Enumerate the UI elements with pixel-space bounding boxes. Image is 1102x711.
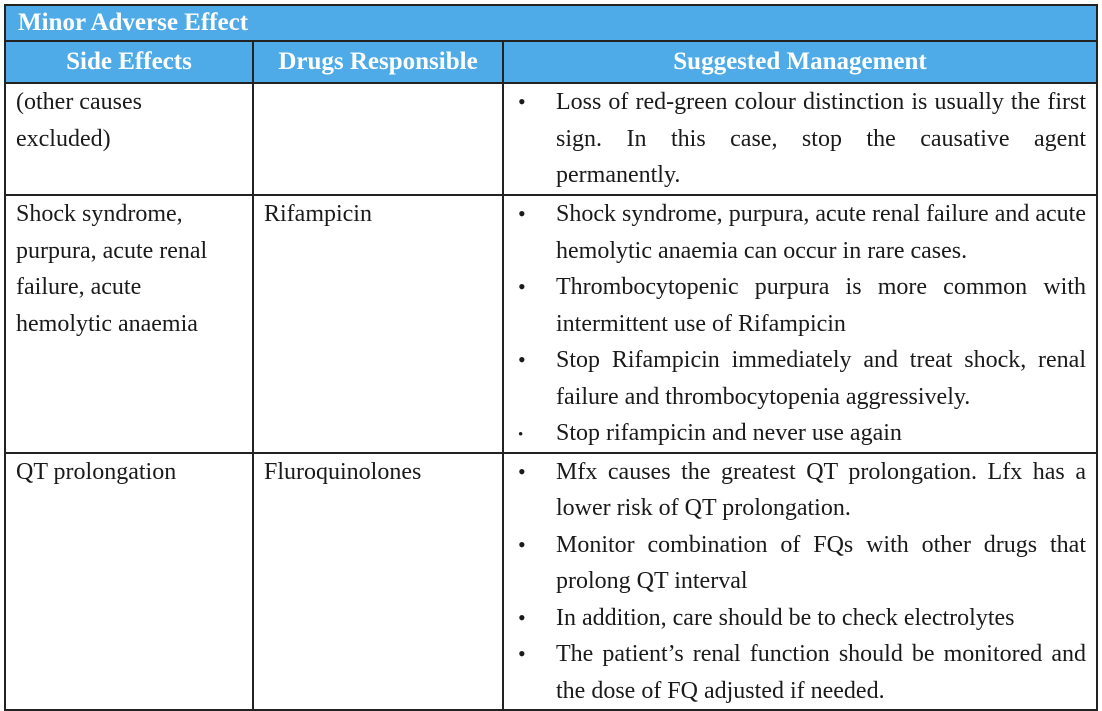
- management-item: The patient’s renal function should be m…: [514, 636, 1086, 709]
- drug-cell: Rifampicin: [252, 194, 504, 454]
- header-management: Suggested Management: [502, 40, 1098, 84]
- management-item: Monitor combination of FQs with other dr…: [514, 527, 1086, 600]
- management-cell: Mfx causes the greatest QT prolongation.…: [502, 451, 1098, 711]
- management-item: Mfx causes the greatest QT prolongation.…: [514, 454, 1086, 527]
- side-effect-cell: QT prolongation: [4, 451, 254, 711]
- drug-cell: [252, 82, 504, 196]
- header-drugs: Drugs Responsible: [252, 40, 504, 84]
- management-item: Loss of red-green colour distinction is …: [514, 84, 1086, 194]
- side-effect-cell: Shock syndrome, purpura, acute renal fai…: [4, 194, 254, 454]
- table-title: Minor Adverse Effect: [4, 4, 1098, 42]
- management-cell: Loss of red-green colour distinction is …: [502, 82, 1098, 196]
- table-row: (other causes excluded) Loss of red-gree…: [4, 82, 1098, 196]
- management-item: In addition, care should be to check ele…: [514, 600, 1086, 637]
- side-effect-cell: (other causes excluded): [4, 82, 254, 196]
- table-row: QT prolongation Fluroquinolones Mfx caus…: [4, 451, 1098, 711]
- table-row: Shock syndrome, purpura, acute renal fai…: [4, 194, 1098, 454]
- management-item: Thrombocytopenic purpura is more common …: [514, 269, 1086, 342]
- management-item: Stop Rifampicin immediately and treat sh…: [514, 342, 1086, 415]
- management-cell: Shock syndrome, purpura, acute renal fai…: [502, 194, 1098, 454]
- header-side-effects: Side Effects: [4, 40, 254, 84]
- management-item: Stop rifampicin and never use again: [514, 415, 1086, 453]
- adverse-effects-table: Minor Adverse Effect Side Effects Drugs …: [4, 4, 1098, 711]
- management-item: Shock syndrome, purpura, acute renal fai…: [514, 196, 1086, 269]
- drug-cell: Fluroquinolones: [252, 451, 504, 711]
